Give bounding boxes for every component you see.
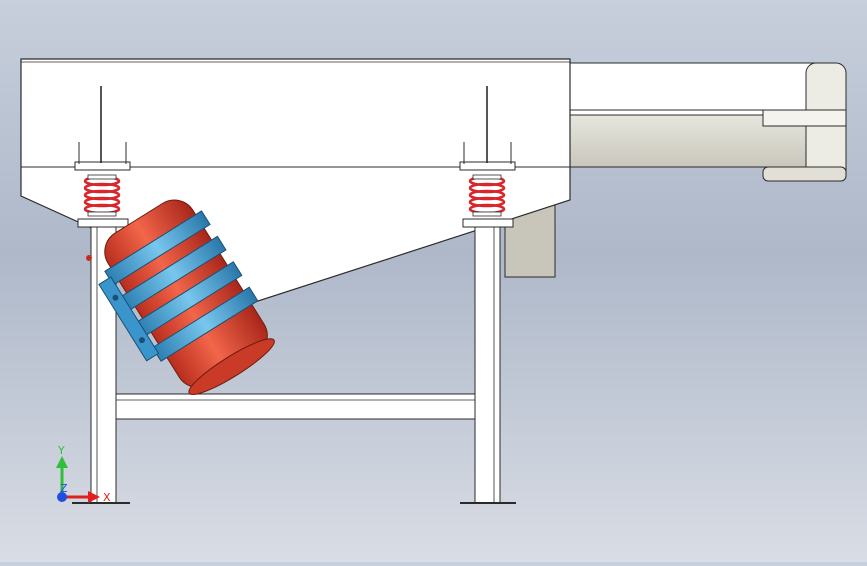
z-axis-label: Z: [60, 482, 68, 495]
cross-beam[interactable]: [115, 393, 476, 420]
motor-mount-bolt: [86, 255, 92, 261]
right-spring[interactable]: [459, 86, 516, 217]
x-axis-label: X: [103, 491, 111, 504]
z-axis-dot: [57, 492, 67, 502]
y-axis-label: Y: [57, 444, 65, 457]
left-spring[interactable]: [74, 86, 131, 217]
coordinate-triad: Y X Z: [56, 444, 111, 504]
right-support-leg[interactable]: [460, 218, 516, 504]
vibration-motor[interactable]: [80, 188, 285, 412]
discharge-chute[interactable]: [569, 62, 847, 182]
